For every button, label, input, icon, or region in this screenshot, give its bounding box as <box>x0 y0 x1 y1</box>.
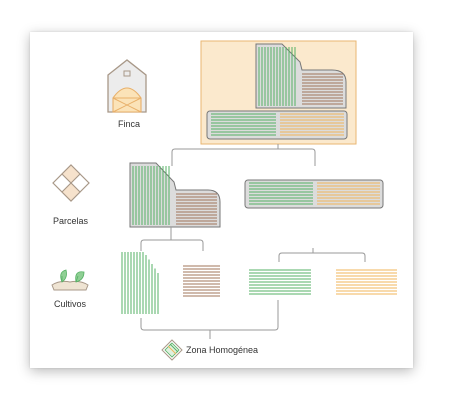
cultivo-brown-rows <box>183 265 220 297</box>
parcela-1-shape <box>129 162 221 228</box>
finca-plot-shape <box>255 43 347 109</box>
parcelas-label: Parcelas <box>53 216 89 226</box>
cultivo-green-vertical-rows <box>121 252 159 314</box>
crops-icon <box>51 269 89 291</box>
cultivos-label: Cultivos <box>54 299 87 309</box>
homogeneous-zone-icon <box>161 339 183 361</box>
connector-parcela-cultivos <box>140 227 204 251</box>
parcela-2-bar <box>244 179 384 209</box>
finca-bar <box>206 110 348 140</box>
field-plots-icon <box>52 164 90 202</box>
connector-finca-parcelas <box>171 144 316 166</box>
cultivo-orange-rows <box>336 269 397 295</box>
finca-label: Finca <box>118 119 141 129</box>
connector-parcela2-cultivos <box>278 248 366 262</box>
barn-icon <box>107 59 147 113</box>
cultivo-green-rows <box>249 269 311 295</box>
connector-cultivos-zona <box>140 300 279 339</box>
zona-homogenea-label: Zona Homogénea <box>186 345 259 355</box>
